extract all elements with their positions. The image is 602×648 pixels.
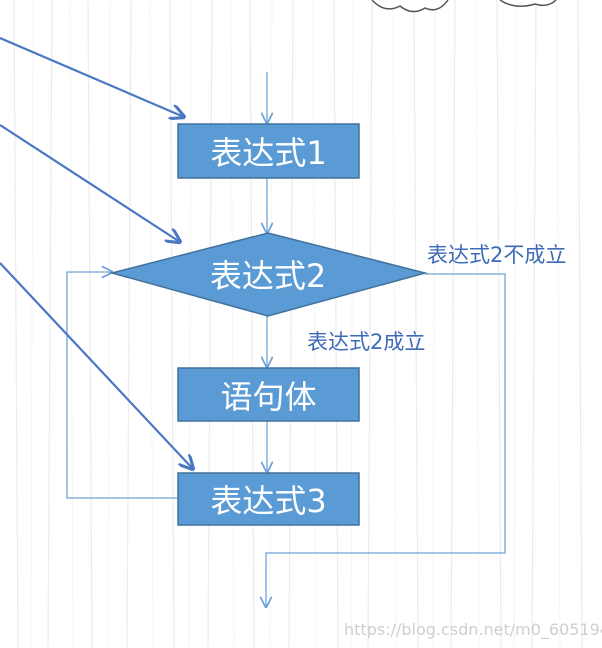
false-branch-label: 表达式2不成立 bbox=[427, 239, 566, 269]
pointer-arrow-1 bbox=[0, 38, 184, 117]
false-branch-arrow bbox=[266, 274, 505, 607]
expr3-label: 表达式3 bbox=[178, 473, 359, 525]
pointer-arrow-3 bbox=[0, 263, 193, 469]
background-texture bbox=[14, 0, 582, 648]
true-branch-label: 表达式2成立 bbox=[307, 326, 425, 356]
watermark-text: https://blog.csdn.net/m0_60519493 bbox=[344, 620, 602, 639]
expr1-label: 表达式1 bbox=[178, 124, 359, 178]
loop-back-arrow bbox=[67, 272, 178, 498]
background-texture-fine bbox=[31, 0, 560, 648]
body-label: 语句体 bbox=[178, 368, 359, 421]
pointer-arrow-2 bbox=[0, 125, 180, 242]
expr2-label: 表达式2 bbox=[168, 250, 368, 298]
cloud-decoration bbox=[372, 0, 556, 12]
